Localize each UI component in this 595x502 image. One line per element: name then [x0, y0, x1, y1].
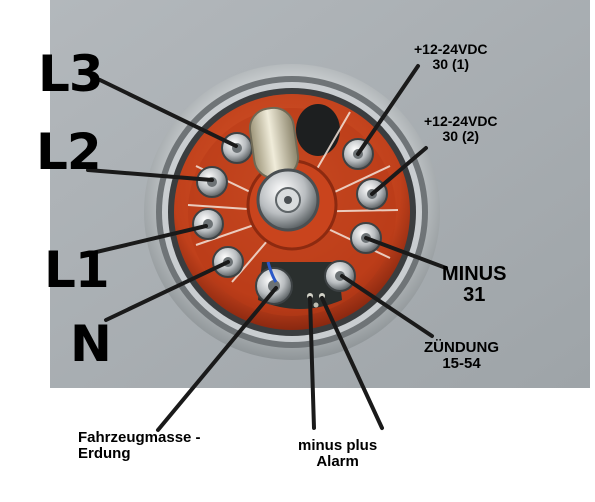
keying-recess: [296, 104, 340, 156]
label-l3: L3: [38, 45, 104, 103]
callout-masse: [156, 286, 278, 432]
callout-n: [104, 260, 230, 322]
callout-vdc1: [356, 64, 420, 156]
label-zuendung: ZÜNDUNG 15-54: [424, 340, 499, 372]
callout-alarm-minus: [308, 296, 316, 430]
label-vdc2-line1: +12-24VDC: [424, 113, 498, 129]
label-l2: L2: [36, 123, 102, 181]
callout-alarm-plus: [320, 296, 384, 430]
label-alarm-line1: minus plus: [298, 437, 378, 454]
callout-vdc2: [370, 146, 428, 196]
connector-pins: [192, 132, 388, 305]
label-vdc1-line1: +12-24VDC: [414, 41, 488, 57]
callout-minus: [364, 236, 448, 270]
label-zuendung-line2: 15-54: [442, 354, 481, 372]
label-vdc1-line2: 30 (1): [432, 55, 470, 72]
label-masse-line1: Fahrzeugmasse -: [78, 429, 201, 446]
label-minus-line2: 31: [463, 284, 486, 306]
label-alarm-line2: Alarm: [316, 452, 359, 470]
callout-lines: [86, 64, 448, 432]
label-vdc2-line2: 30 (2): [442, 127, 480, 144]
label-l1: L1: [44, 241, 110, 299]
label-minus: MINUS 31: [442, 264, 506, 306]
callout-l3: [98, 78, 238, 148]
callout-l2: [86, 168, 214, 182]
label-masse: Fahrzeugmasse - Erdung: [78, 430, 201, 462]
label-minus-line1: MINUS: [442, 263, 507, 285]
callout-zuendung: [340, 274, 434, 338]
label-zuendung-line1: ZÜNDUNG: [424, 339, 499, 356]
callout-l1: [86, 224, 208, 256]
label-vdc2: +12-24VDC 30 (2): [424, 114, 498, 143]
label-vdc1: +12-24VDC 30 (1): [414, 42, 488, 71]
label-n: N: [70, 315, 112, 373]
label-alarm: minus plus Alarm: [298, 438, 377, 470]
label-masse-line2: Erdung: [78, 444, 131, 462]
